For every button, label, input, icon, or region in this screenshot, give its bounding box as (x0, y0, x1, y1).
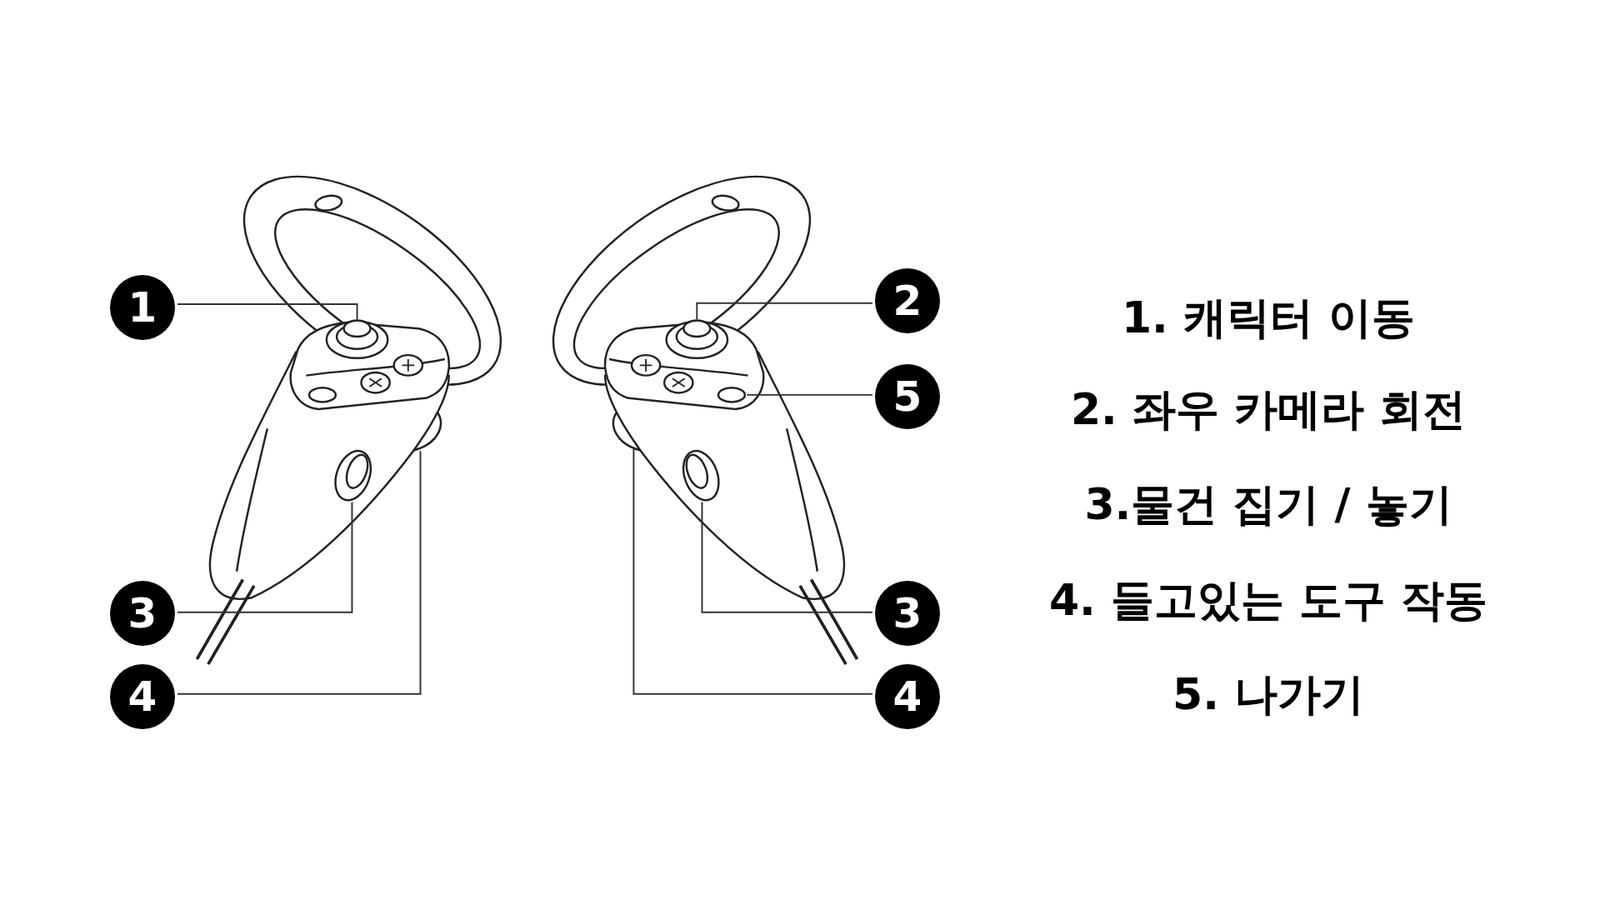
callout-number: 2 (875, 268, 940, 334)
leader-line (746, 394, 873, 396)
leader-line (177, 501, 352, 612)
leader-lines (177, 303, 873, 695)
button-x (360, 372, 390, 393)
function-description: 4. 들고있는 도구 작동 (997, 574, 1540, 626)
callout-text: 3 (128, 592, 158, 635)
callout-text: 4 (893, 675, 923, 718)
face-plate (290, 322, 450, 410)
grip-trigger (329, 445, 378, 505)
right-controller (518, 135, 858, 665)
callout-text: 5 (893, 375, 923, 418)
ring-slot (314, 193, 343, 212)
callout-number: 4 (875, 664, 940, 730)
button-y (394, 355, 423, 375)
callout-number: 4 (110, 664, 175, 730)
function-description: 1. 캐릭터 이동 (997, 291, 1540, 344)
button-mark (401, 359, 415, 372)
handle-seam (236, 428, 268, 571)
leader-line (177, 304, 358, 320)
tracking-ring (209, 135, 536, 426)
button-mark (369, 378, 382, 387)
callout-number: 3 (110, 580, 175, 646)
callout-number: 5 (875, 364, 940, 430)
callout-number: 3 (875, 580, 940, 646)
thumbstick-cap (344, 320, 371, 337)
callout-number: 1 (110, 275, 175, 340)
leader-line (177, 450, 420, 694)
callout-text: 4 (128, 675, 158, 718)
callout-text: 2 (893, 280, 923, 322)
grip-trigger-face (342, 451, 372, 491)
left-controller (196, 135, 536, 665)
strap-cord (196, 580, 255, 665)
function-description: 3.물건 집기 / 놓기 (997, 478, 1540, 530)
callout-text: 3 (893, 592, 923, 635)
leader-line (633, 449, 873, 695)
leader-line (696, 303, 873, 320)
leader-line (701, 501, 872, 612)
function-description: 5. 나가기 (997, 668, 1540, 720)
menu-button (309, 387, 336, 402)
callout-text: 1 (128, 286, 158, 329)
function-description: 2. 좌우 카메라 회전 (997, 383, 1540, 435)
